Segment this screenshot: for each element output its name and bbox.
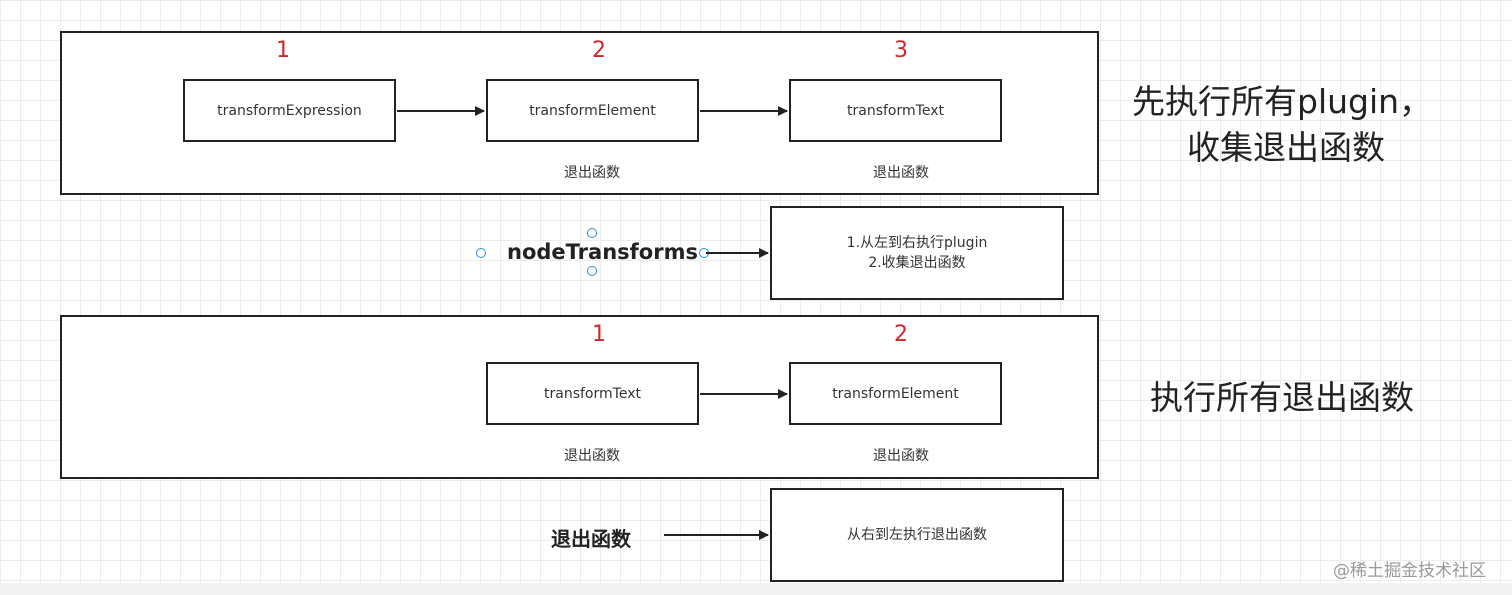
- exit-functions-label[interactable]: 退出函数: [551, 527, 631, 551]
- bottom-side-text: 执行所有退出函数: [1150, 378, 1414, 417]
- top-exit-label-1: 退出函数: [564, 165, 620, 181]
- note-box-plugin-order[interactable]: 1.从左到右执行plugin 2.收集退出函数: [770, 206, 1064, 300]
- top-side-text-line2: 收集退出函数: [1187, 128, 1385, 167]
- bottom-node-transform-text[interactable]: transformText: [486, 362, 699, 425]
- bottom-step-number-2: 2: [894, 322, 908, 347]
- bottom-scroll-strip: [0, 583, 1512, 595]
- note-exit-order-text: 从右到左执行退出函数: [847, 527, 987, 543]
- node-transforms-label[interactable]: nodeTransforms: [507, 240, 698, 264]
- top-node-transform-expression[interactable]: transformExpression: [183, 79, 396, 142]
- bottom-step-number-1: 1: [592, 322, 606, 347]
- note-line-1: 1.从左到右执行plugin: [846, 235, 988, 251]
- selection-handle-left[interactable]: [476, 248, 486, 258]
- top-step-number-3: 3: [894, 38, 908, 63]
- selection-handle-bottom[interactable]: [587, 266, 597, 276]
- note-line-2: 2.收集退出函数: [868, 255, 966, 271]
- bottom-node-transform-element[interactable]: transformElement: [789, 362, 1002, 425]
- selection-handle-top[interactable]: [587, 228, 597, 238]
- bottom-exit-label-1: 退出函数: [564, 448, 620, 464]
- top-node-transform-text[interactable]: transformText: [789, 79, 1002, 142]
- top-node-transform-element[interactable]: transformElement: [486, 79, 699, 142]
- top-step-number-2: 2: [592, 38, 606, 63]
- note-box-exit-order[interactable]: 从右到左执行退出函数: [770, 488, 1064, 582]
- top-step-number-1: 1: [276, 38, 290, 63]
- top-side-text-line1: 先执行所有plugin，: [1132, 82, 1433, 121]
- top-exit-label-2: 退出函数: [873, 165, 929, 181]
- watermark: @稀土掘金技术社区: [1333, 561, 1486, 581]
- bottom-exit-label-2: 退出函数: [873, 448, 929, 464]
